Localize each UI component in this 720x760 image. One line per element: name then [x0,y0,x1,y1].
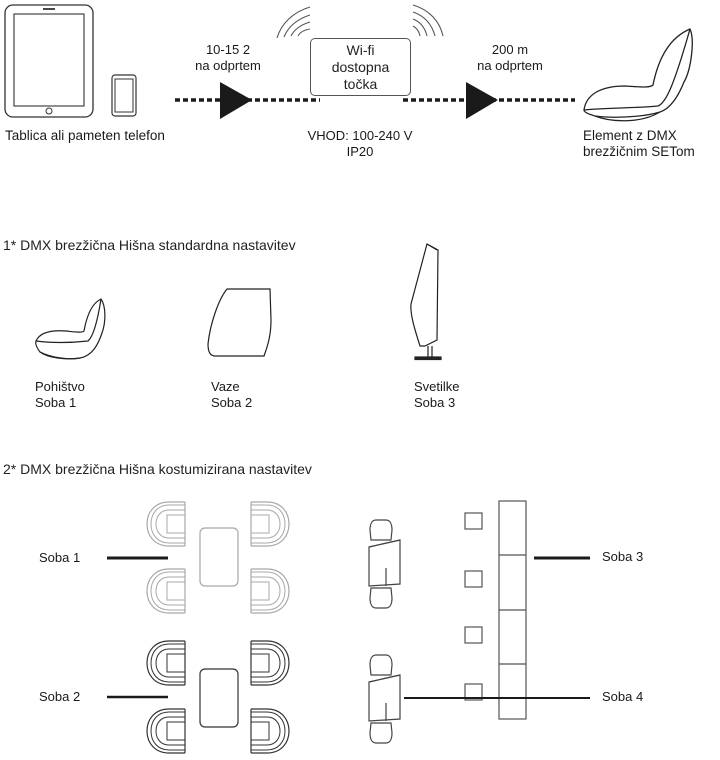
armchair-top-icon [146,568,186,614]
target-element-line2: brezžičnim SETom [583,144,695,159]
cube-light-icon [464,683,483,701]
tablet-icon [4,4,94,118]
armchair-top-icon [146,640,186,686]
power-input: VHOD: 100-240 V [307,128,413,143]
vase-icon [207,288,272,357]
category-name: Pohištvo [35,379,85,394]
target-element-label: Element z DMX brezžičnim SETom [583,128,695,160]
room2-furniture-group [146,640,290,754]
cube-light-icon [464,570,483,588]
planter-column-icon [498,500,527,720]
link1-range-value: 10-15 2 [205,42,251,57]
dmx-armchair-icon [583,28,693,122]
link1-range-condition: na odprtem [195,58,261,73]
sun-lounger-icon [368,654,401,744]
room-label-4: Soba 4 [602,689,644,704]
category-label-furniture: Pohištvo Soba 1 [35,379,85,411]
power-spec-label: VHOD: 100-240 V IP20 [290,128,430,160]
category-label-lamps: Svetilke Soba 3 [414,379,460,411]
link2-range-label: 200 m na odprtem [465,42,555,74]
table-icon [199,668,239,728]
category-name: Svetilke [414,379,460,394]
access-point-line1: Wi-fi [346,41,375,58]
link1-range-label: 10-15 2 na odprtem [180,42,276,74]
link2-range-condition: na odprtem [477,58,543,73]
arrow-right-icon [466,82,498,119]
category-name: Vaze [211,379,240,394]
link2-connection [403,82,575,119]
table-icon [199,527,239,587]
section2-title: 2* DMX brezžična Hišna kostumizirana nas… [3,461,312,477]
armchair-icon [35,298,106,360]
section1-title: 1* DMX brezžična Hišna standardna nastav… [3,237,296,253]
access-point-line2: dostopna [331,58,390,75]
armchair-top-icon [250,640,290,686]
cube-light-icon [464,626,483,644]
target-element-line1: Element z DMX [583,128,677,143]
wifi-signal-right-icon [412,4,444,37]
category-room: Soba 2 [211,395,253,410]
ip-rating: IP20 [346,144,374,159]
cube-light-icon [464,512,483,530]
sun-lounger-icon [368,519,401,609]
room1-furniture-group [146,501,290,614]
wifi-signal-left-icon [276,6,311,39]
link1-connection [175,82,320,119]
category-room: Soba 3 [414,395,456,410]
link2-range-value: 200 m [491,42,529,57]
lounger-group [368,519,401,744]
category-label-vases: Vaze Soba 2 [211,379,252,411]
floor-lamp-icon [410,243,442,361]
armchair-top-icon [250,708,290,754]
wifi-access-point-box: Wi-fi dostopna točka [310,38,411,96]
room-label-3: Soba 3 [602,549,644,564]
armchair-top-icon [250,568,290,614]
source-device-label: Tablica ali pameten telefon [5,128,165,143]
access-point-line3: točka [343,75,378,92]
arrow-right-icon [220,82,252,119]
armchair-top-icon [146,501,186,547]
cube-lights-group [464,512,483,701]
armchair-top-icon [250,501,290,547]
smartphone-icon [111,74,137,117]
category-room: Soba 1 [35,395,77,410]
room-label-1: Soba 1 [39,550,81,565]
room-label-2: Soba 2 [39,689,81,704]
armchair-top-icon [146,708,186,754]
